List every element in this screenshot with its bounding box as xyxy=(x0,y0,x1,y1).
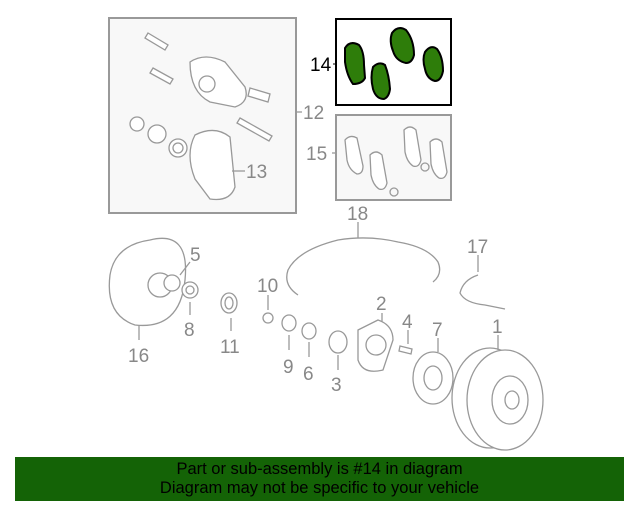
callout-12[interactable]: 12 xyxy=(303,103,324,124)
info-banner: Part or sub-assembly is #14 in diagram D… xyxy=(15,457,624,501)
brake-pad-set-15-box[interactable] xyxy=(332,114,452,201)
callout-18[interactable]: 18 xyxy=(347,204,368,225)
callout-14[interactable]: 14 xyxy=(310,55,332,76)
callout-1[interactable]: 1 xyxy=(492,317,503,338)
callout-6[interactable]: 6 xyxy=(303,364,314,385)
bolt-4[interactable] xyxy=(398,330,413,355)
callout-8[interactable]: 8 xyxy=(184,320,195,341)
part-5-8[interactable] xyxy=(163,261,199,315)
dust-shield-7[interactable] xyxy=(412,338,454,405)
brake-pad-set-14-box[interactable] xyxy=(333,18,452,106)
brake-pad-highlighted xyxy=(344,27,445,101)
hose-17[interactable] xyxy=(459,255,506,310)
callout-13[interactable]: 13 xyxy=(246,162,267,183)
callout-5[interactable]: 5 xyxy=(190,245,201,266)
callout-10[interactable]: 10 xyxy=(257,276,278,297)
banner-line-1: Part or sub-assembly is #14 in diagram xyxy=(176,460,463,478)
callout-labels: 14 12 13 15 18 5 17 10 2 4 7 1 8 11 9 6 … xyxy=(128,55,503,396)
callout-2[interactable]: 2 xyxy=(376,294,387,315)
banner-line-2: Diagram may not be specific to your vehi… xyxy=(159,479,480,497)
hub-bearing-2[interactable] xyxy=(357,313,394,372)
callout-3[interactable]: 3 xyxy=(331,375,342,396)
backing-plate-16[interactable] xyxy=(108,237,187,340)
brake-rotor-1[interactable] xyxy=(451,335,544,451)
callout-16[interactable]: 16 xyxy=(128,346,149,367)
sensor-wire-18[interactable] xyxy=(286,222,441,296)
callout-4[interactable]: 4 xyxy=(402,312,413,333)
callout-7[interactable]: 7 xyxy=(432,320,443,341)
callout-17[interactable]: 17 xyxy=(467,237,488,258)
small-parts-9-10-6-3[interactable] xyxy=(262,295,348,370)
caliper-assembly-box[interactable] xyxy=(108,17,302,214)
callout-15[interactable]: 15 xyxy=(306,144,327,165)
seal-11[interactable] xyxy=(220,292,238,331)
callout-9[interactable]: 9 xyxy=(283,357,294,378)
callout-11[interactable]: 11 xyxy=(220,337,240,358)
